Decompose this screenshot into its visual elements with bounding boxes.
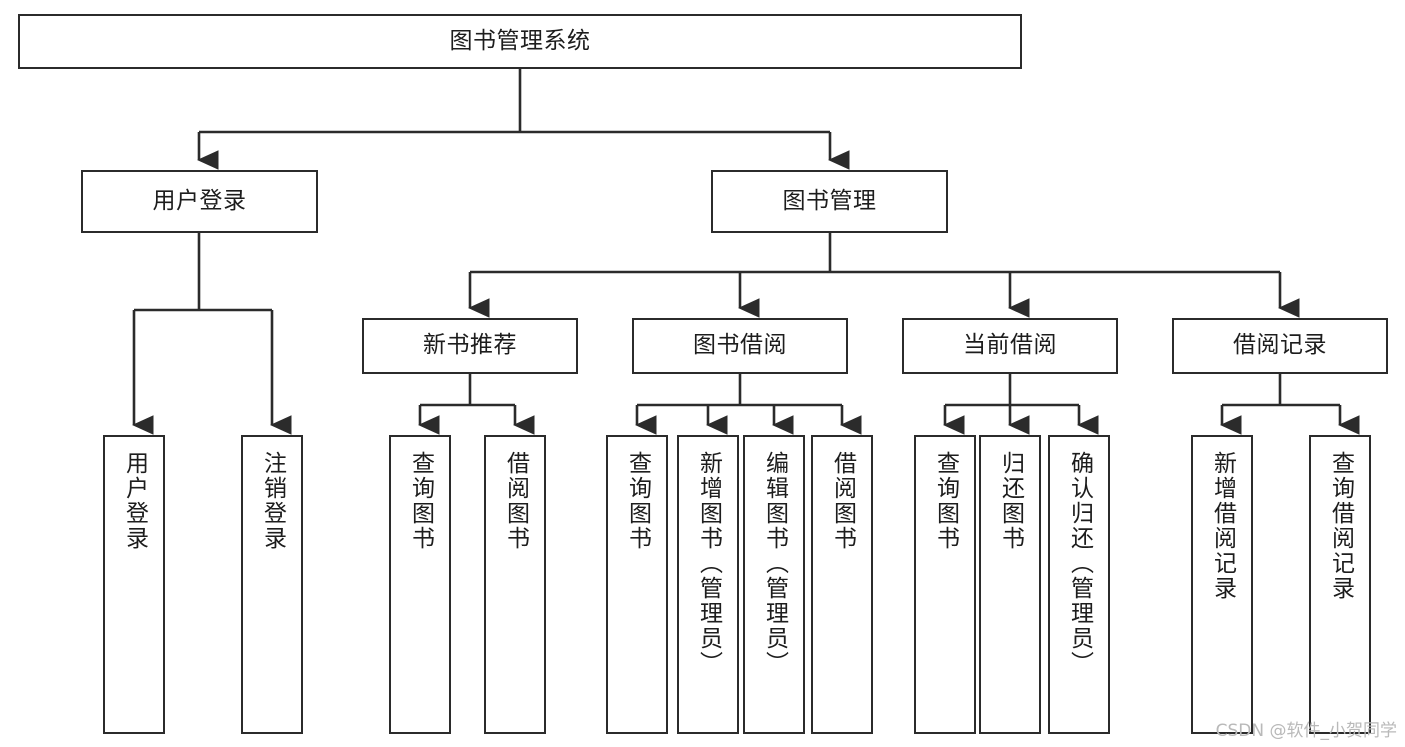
node-borrow-record[interactable]: 借阅记录 <box>1172 318 1388 374</box>
node-label: 查询图书 <box>407 451 434 551</box>
node-label: 查询图书 <box>932 451 959 551</box>
node-book-borrow[interactable]: 图书借阅 <box>632 318 848 374</box>
node-label: 借阅图书 <box>829 451 856 551</box>
leaf-record-add-record[interactable]: 新增借阅记录 <box>1191 435 1253 734</box>
csdn-watermark: CSDN @软件_小贺同学 <box>1215 721 1397 741</box>
leaf-borrow-query-book[interactable]: 查询图书 <box>606 435 668 734</box>
leaf-recommend-query-book[interactable]: 查询图书 <box>389 435 451 734</box>
node-label: 当前借阅 <box>963 332 1057 359</box>
node-label: 图书借阅 <box>693 332 787 359</box>
node-label: 用户登录 <box>152 187 247 214</box>
node-user-login[interactable]: 用户登录 <box>81 170 318 233</box>
node-label: 新增图书（管理员） <box>695 451 722 676</box>
leaf-user-login-login[interactable]: 用户登录 <box>103 435 165 734</box>
node-label: 确认归还（管理员） <box>1066 451 1093 676</box>
leaf-current-return-book[interactable]: 归还图书 <box>979 435 1041 734</box>
leaf-record-query-record[interactable]: 查询借阅记录 <box>1309 435 1371 734</box>
leaf-borrow-add-book-admin[interactable]: 新增图书（管理员） <box>677 435 739 734</box>
node-label: 编辑图书（管理员） <box>761 451 788 676</box>
leaf-recommend-borrow-book[interactable]: 借阅图书 <box>484 435 546 734</box>
leaf-current-confirm-return-admin[interactable]: 确认归还（管理员） <box>1048 435 1110 734</box>
node-label: 图书管理 <box>782 187 877 214</box>
node-new-book-recommend[interactable]: 新书推荐 <box>362 318 578 374</box>
node-label: 查询借阅记录 <box>1327 451 1354 601</box>
node-label: 查询图书 <box>624 451 651 551</box>
node-label: 图书管理系统 <box>449 27 591 54</box>
node-label: 归还图书 <box>997 451 1024 551</box>
node-current-borrow[interactable]: 当前借阅 <box>902 318 1118 374</box>
leaf-user-login-logout[interactable]: 注销登录 <box>241 435 303 734</box>
leaf-borrow-edit-book-admin[interactable]: 编辑图书（管理员） <box>743 435 805 734</box>
node-label: 新增借阅记录 <box>1209 451 1236 601</box>
node-label: 借阅记录 <box>1233 332 1327 359</box>
leaf-current-query-book[interactable]: 查询图书 <box>914 435 976 734</box>
node-label: 新书推荐 <box>423 332 517 359</box>
node-root-system[interactable]: 图书管理系统 <box>18 14 1022 69</box>
node-label: 用户登录 <box>121 451 148 551</box>
node-label: 注销登录 <box>259 451 286 551</box>
node-book-management[interactable]: 图书管理 <box>711 170 948 233</box>
node-label: 借阅图书 <box>502 451 529 551</box>
leaf-borrow-borrow-book[interactable]: 借阅图书 <box>811 435 873 734</box>
